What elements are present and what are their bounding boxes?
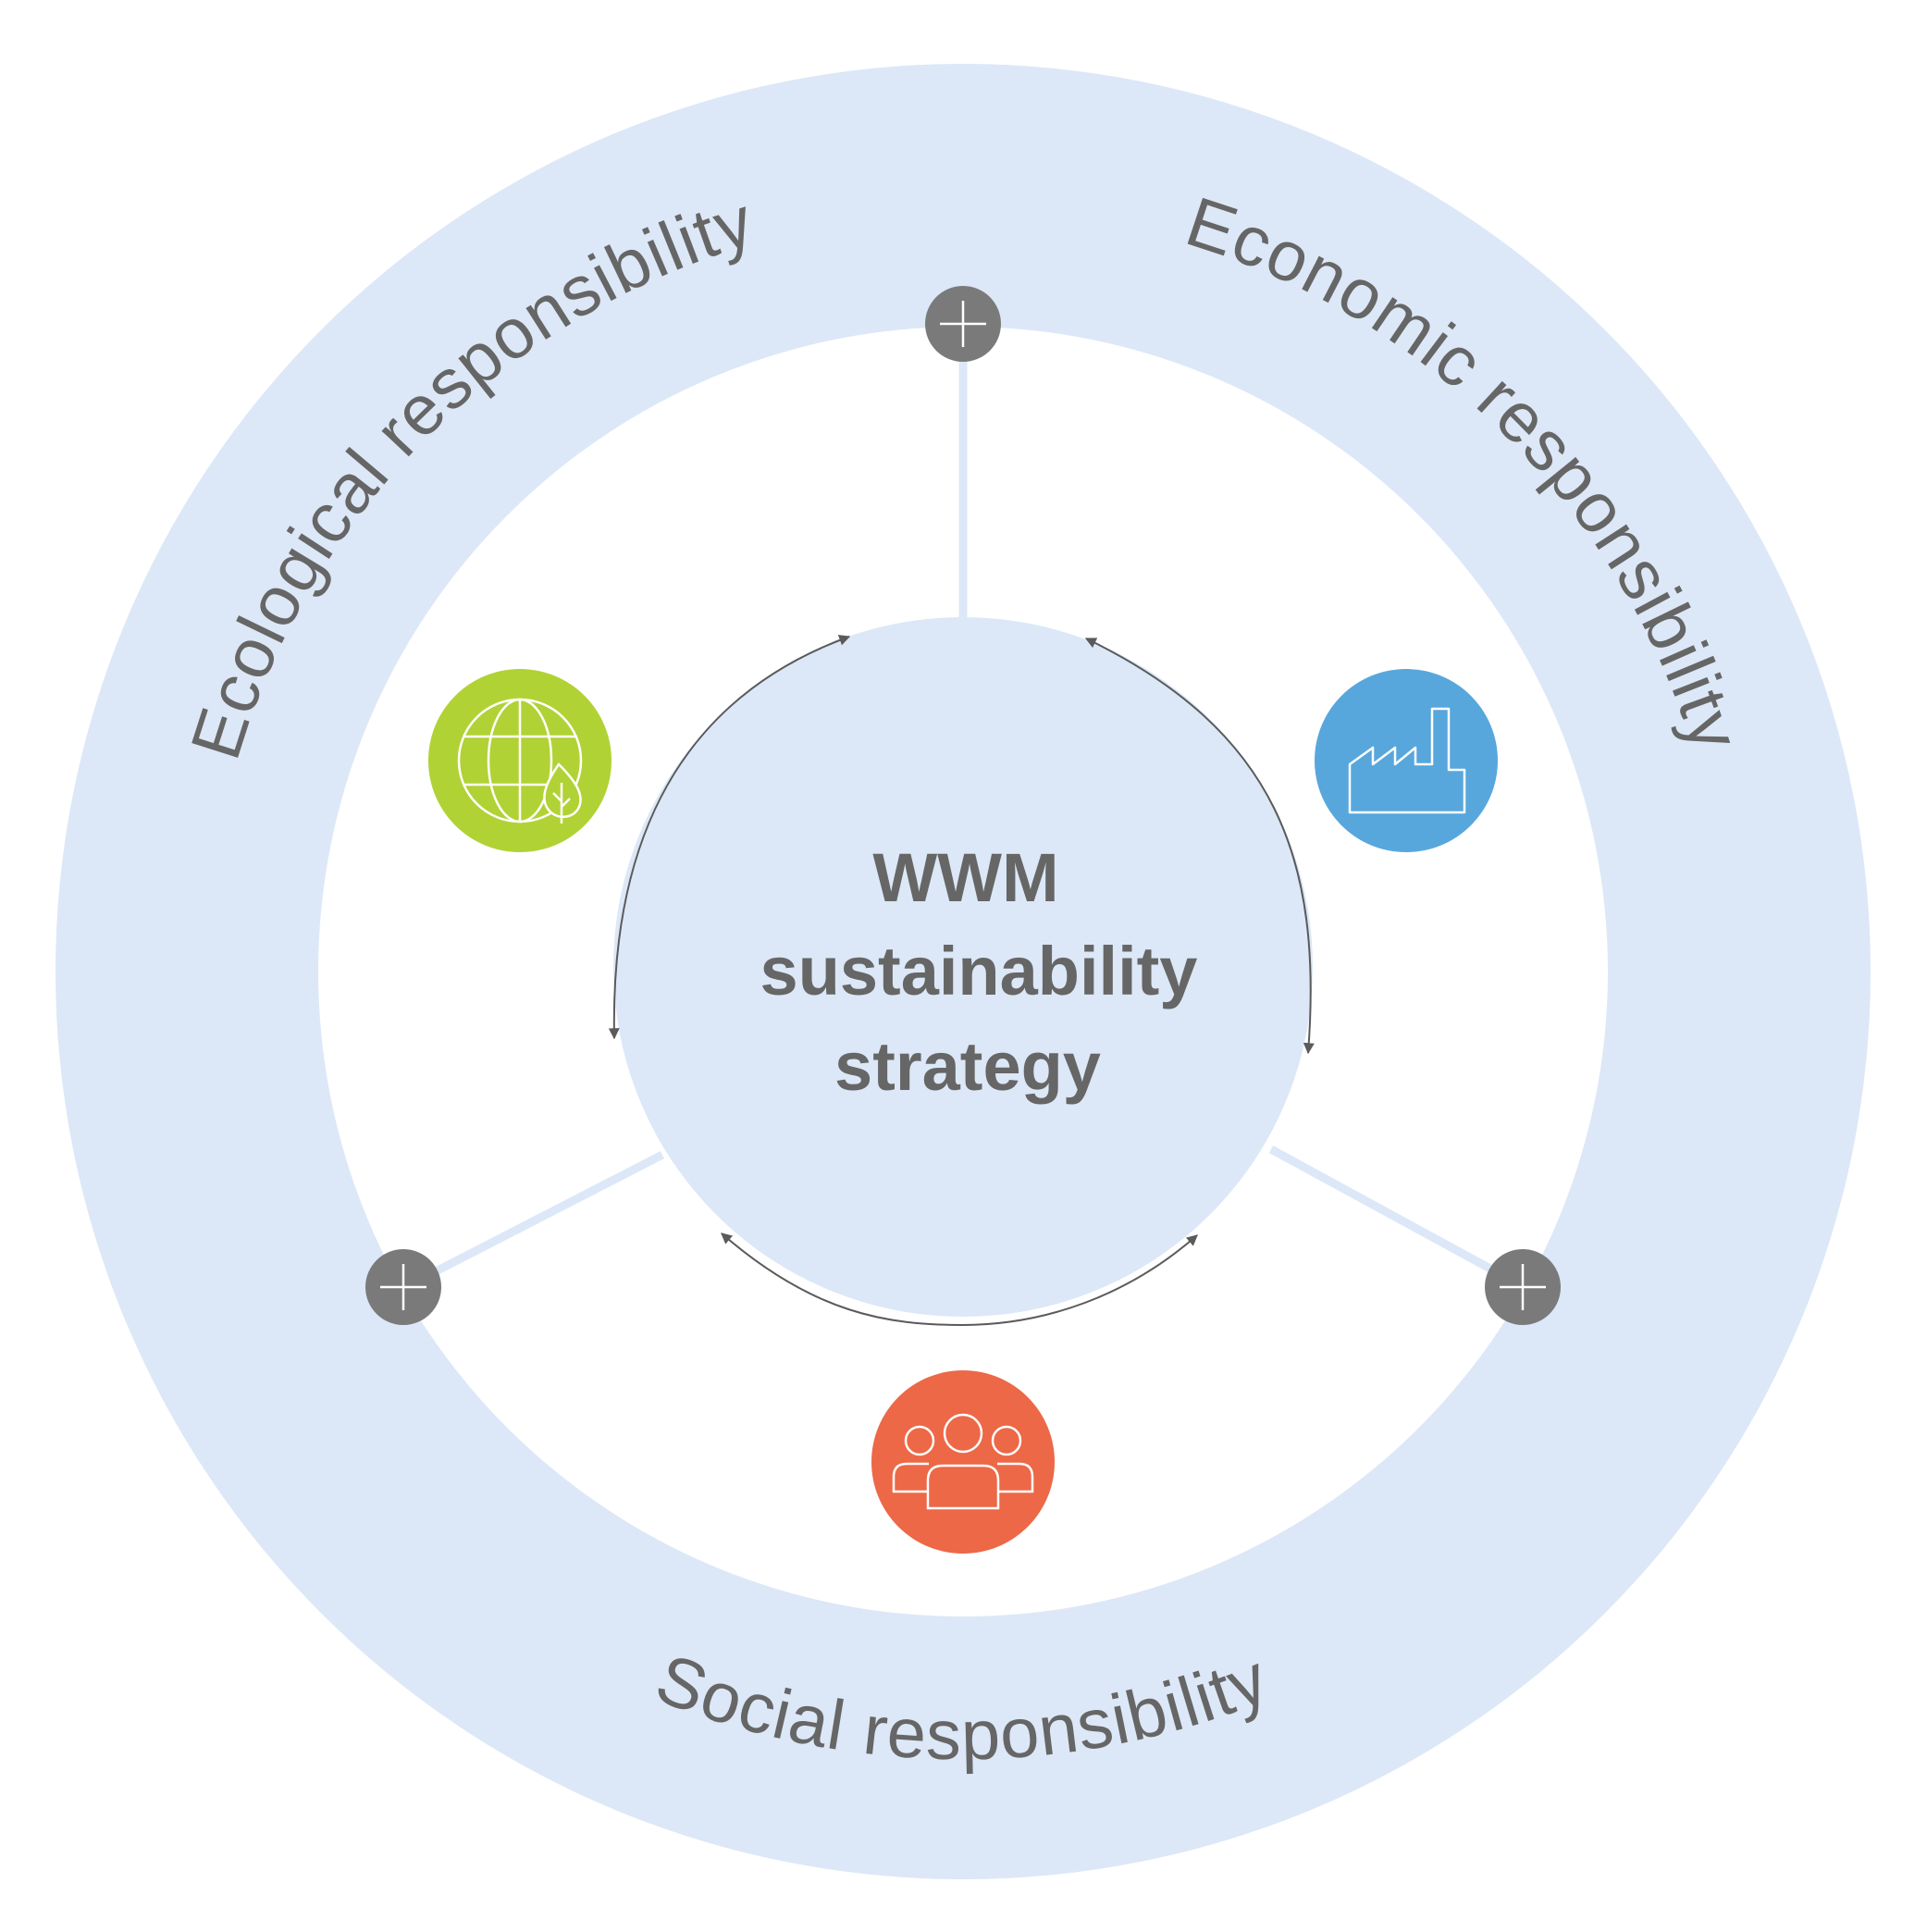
globe-leaf-icon	[428, 669, 611, 852]
center-title-line3: strategy	[834, 1028, 1101, 1105]
arrow-bottom	[721, 1232, 1198, 1327]
cycle-arrows	[608, 635, 1315, 1327]
plus-node-left	[365, 1249, 441, 1325]
plus-node-right	[1485, 1249, 1561, 1325]
spoke-left	[404, 1150, 665, 1291]
center-title-line1: WWM	[872, 839, 1058, 916]
arrow-top-right	[1084, 638, 1315, 1055]
people-group-icon	[871, 1370, 1055, 1554]
plus-node-top	[925, 286, 1001, 362]
center-title-line2: sustainability	[760, 933, 1198, 1009]
spoke-right	[1268, 1146, 1522, 1288]
arrow-top-left	[608, 635, 851, 1040]
factory-icon	[1315, 669, 1498, 852]
